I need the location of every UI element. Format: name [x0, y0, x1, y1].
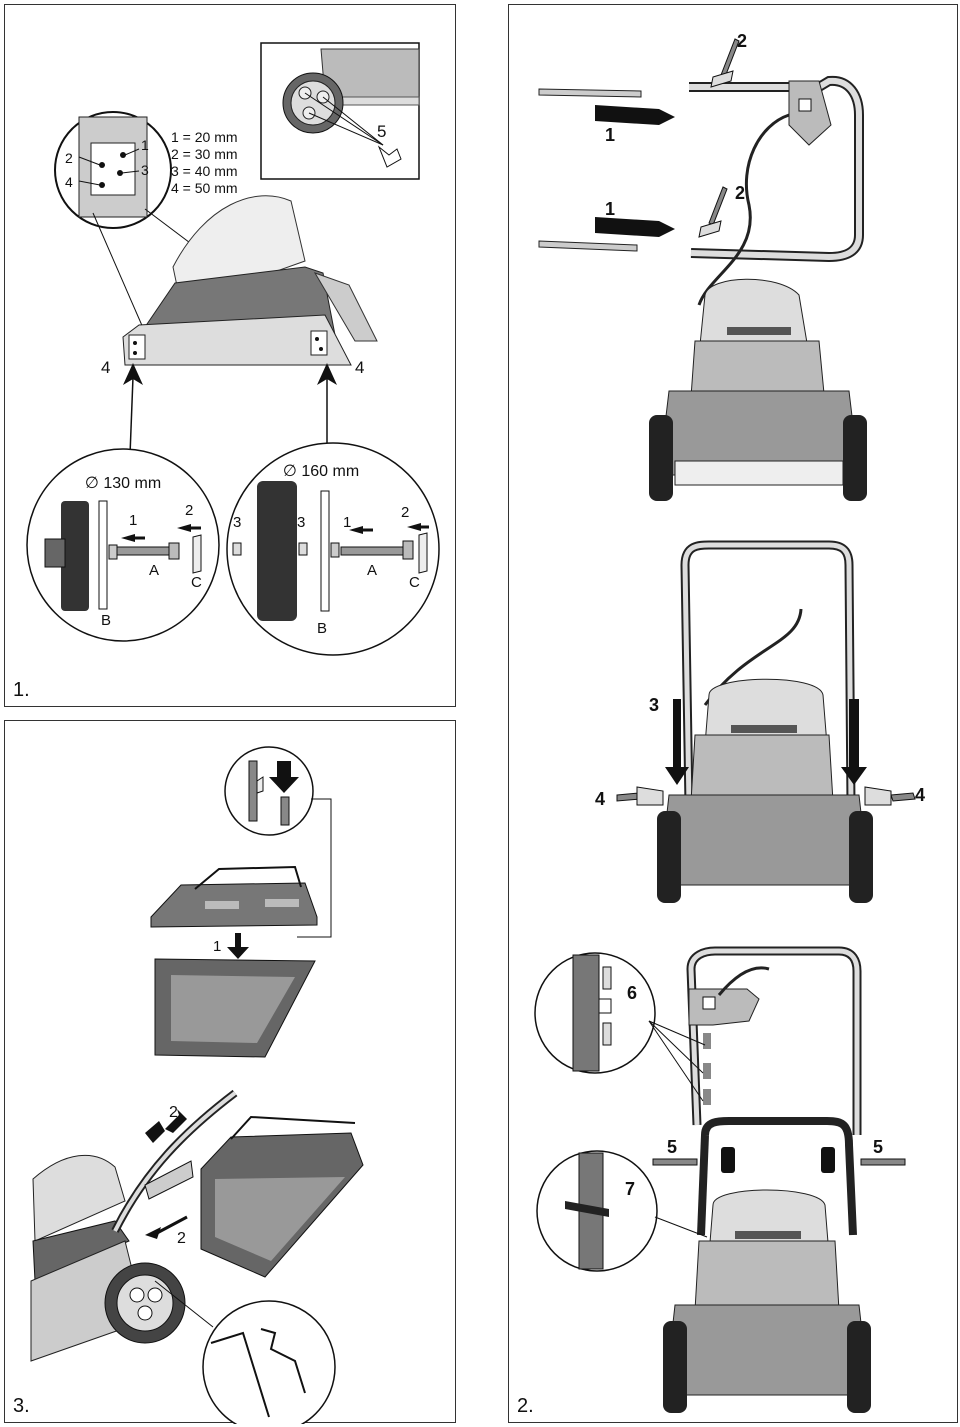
cable-tie-magnifier: [536, 1150, 708, 1272]
large-wheel-detail: [226, 442, 440, 656]
large-part-B: B: [317, 620, 327, 637]
figure-2-drawing: 2 2 1 1 3 4 4: [534, 31, 925, 1413]
large-part-1: 1: [343, 514, 351, 531]
large-part-3b: 3: [297, 514, 305, 531]
wheel-cap-inset: [260, 42, 420, 180]
side-ref-right: 4: [355, 358, 364, 377]
mower-front-1: [649, 278, 867, 501]
fig3-ref-2-top: 2: [169, 1104, 178, 1121]
large-part-C: C: [409, 574, 420, 591]
ref-5-right: 5: [873, 1137, 883, 1157]
hole-pattern-magnifier: [54, 111, 172, 229]
hole-label-2: 2: [65, 150, 73, 166]
latch-magnifier: [224, 746, 332, 938]
mower-front-3: [652, 946, 906, 1413]
ref-1-top: 1: [605, 125, 615, 145]
hole-label-3: 3: [141, 162, 149, 178]
grass-bag: [154, 958, 316, 1058]
mower-front-2: [616, 540, 916, 903]
ref-7: 7: [625, 1179, 635, 1199]
small-part-C: C: [191, 574, 202, 591]
small-part-2: 2: [185, 502, 193, 519]
figure-3-panel: 1 2 2 3.: [4, 720, 456, 1424]
mower-rear-attach: [30, 1089, 364, 1362]
ref-2-top: 2: [737, 31, 747, 51]
up-arrows: [123, 363, 337, 456]
spacing-line-3: 3 = 40 mm: [171, 163, 238, 179]
small-part-B: B: [101, 612, 111, 629]
side-ref-left: 4: [101, 358, 110, 377]
hole-label-1: 1: [141, 137, 149, 153]
figure-1-label: 1.: [13, 679, 30, 701]
small-wheel-detail: [26, 448, 220, 642]
figure-2-label: 2.: [517, 1395, 534, 1417]
figure-1-panel: 1 2 3 4 1 = 20 mm 2 = 30 mm 3 = 40 mm 4 …: [4, 4, 456, 707]
ref-4-left: 4: [595, 789, 605, 809]
figure-3-drawing: 1 2 2: [30, 746, 364, 1424]
figure-1-drawing: 1 2 3 4 1 = 20 mm 2 = 30 mm 3 = 40 mm 4 …: [26, 42, 440, 656]
clip-magnifier: [534, 952, 706, 1102]
hook-magnifier: [154, 1280, 336, 1424]
inset-ref-5: 5: [377, 122, 386, 141]
ref-2-mid: 2: [735, 183, 745, 203]
figure-3-label: 3.: [13, 1395, 30, 1417]
ref-3: 3: [649, 695, 659, 715]
mower-side-view: [92, 195, 378, 366]
ref-4-right: 4: [915, 785, 925, 805]
spacing-line-4: 4 = 50 mm: [171, 180, 238, 196]
large-part-A: A: [367, 562, 377, 579]
ref-1-bottom: 1: [605, 199, 615, 219]
fig3-ref-2-bottom: 2: [177, 1230, 186, 1247]
figure-2-panel: 2 2 1 1 3 4 4: [508, 4, 958, 1423]
large-part-3a: 3: [233, 514, 241, 531]
small-part-A: A: [149, 562, 159, 579]
small-part-1: 1: [129, 512, 137, 529]
bag-lid: [150, 865, 318, 928]
spacing-line-2: 2 = 30 mm: [171, 146, 238, 162]
fig3-ref-1: 1: [213, 938, 221, 955]
large-part-2: 2: [401, 504, 409, 521]
down-arrow: [227, 933, 249, 959]
small-wheel-diameter: ∅ 130 mm: [85, 475, 161, 492]
hole-label-4: 4: [65, 174, 73, 190]
handle-assembly-top: [538, 38, 864, 306]
ref-5-left: 5: [667, 1137, 677, 1157]
large-wheel-diameter: ∅ 160 mm: [283, 463, 359, 480]
spacing-line-1: 1 = 20 mm: [171, 129, 238, 145]
ref-6: 6: [627, 983, 637, 1003]
